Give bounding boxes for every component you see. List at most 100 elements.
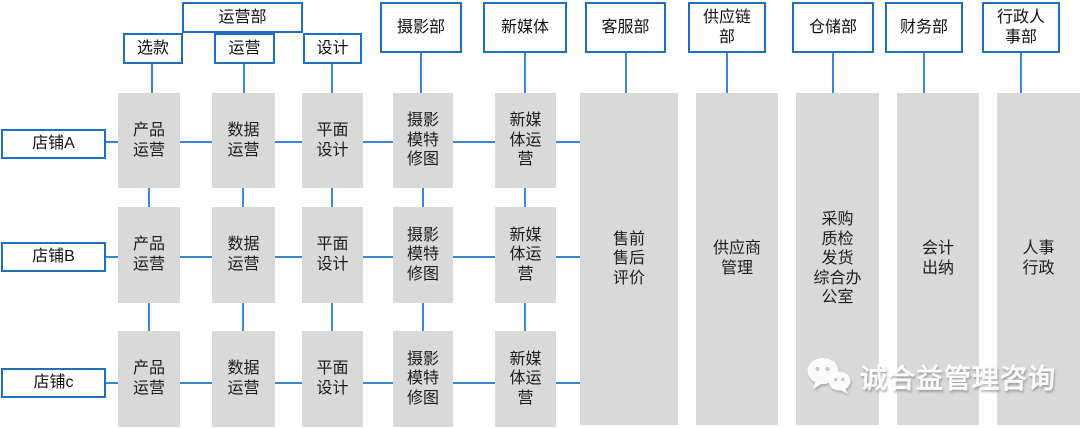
tall-cell-accounting: 会计 出纳 [897, 93, 979, 425]
dept-label: 摄影部 [396, 18, 445, 36]
connector-line [243, 64, 245, 93]
dept-label: 仓储部 [808, 18, 857, 36]
store-box-a: 店铺A [1, 129, 106, 159]
connector-line [242, 303, 244, 331]
connector-line [331, 64, 333, 93]
connector-line [726, 53, 728, 93]
connector-line [106, 141, 118, 143]
connector-line [363, 382, 393, 384]
connector-line [422, 303, 424, 331]
tall-cell-label: 供应商 管理 [712, 240, 761, 277]
cell-label: 摄影 模特 修图 [406, 112, 439, 169]
connector-line [422, 188, 424, 207]
cell-label: 摄影 模特 修图 [406, 226, 439, 283]
tall-cell-hr-admin: 人事 行政 [997, 93, 1080, 425]
connector-line [524, 53, 526, 93]
connector-line [556, 256, 580, 258]
cell-label: 数据 运营 [227, 121, 260, 159]
cell-label: 产品 运营 [132, 121, 165, 159]
cell-label: 平面 设计 [316, 360, 349, 397]
cell-graphic-design-a: 平面 设计 [302, 93, 363, 188]
connector-line [180, 382, 212, 384]
cell-graphic-design-b: 平面 设计 [302, 207, 363, 303]
connector-line [148, 188, 150, 207]
cell-photo-retouch-a: 摄影 模特 修图 [393, 93, 453, 188]
dept-label: 运营部 [218, 8, 267, 26]
tall-cell-presale-aftersale: 售前 售后 评价 [580, 93, 678, 425]
dept-box-operations: 运营部 [182, 2, 303, 33]
dept-box-warehouse: 仓储部 [792, 2, 874, 53]
store-label: 店铺B [32, 248, 75, 266]
dept-label: 设计 [316, 39, 349, 57]
dept-box-supply-chain: 供应链 部 [688, 2, 766, 53]
connector-line [923, 53, 925, 93]
cell-new-media-ops-a: 新媒 体运 营 [495, 93, 556, 188]
tall-cell-label: 售前 售后 评价 [612, 230, 645, 287]
tall-cell-label: 人事 行政 [1022, 240, 1055, 277]
connector-line [453, 382, 495, 384]
connector-line [453, 256, 495, 258]
tall-cell-supplier-mgmt: 供应商 管理 [696, 93, 778, 425]
connector-line [151, 64, 153, 93]
dept-box-selection: 选款 [123, 33, 183, 64]
connector-line [180, 141, 212, 143]
cell-data-ops-c: 数据 运营 [212, 331, 275, 427]
cell-label: 新媒 体运 营 [509, 350, 542, 407]
cell-data-ops-a: 数据 运营 [212, 93, 275, 188]
dept-box-finance: 财务部 [885, 2, 963, 53]
dept-label: 运营 [228, 39, 261, 57]
connector-line [106, 256, 118, 258]
connector-line [106, 382, 118, 384]
dept-label: 财务部 [899, 18, 948, 36]
connector-line [275, 141, 302, 143]
cell-new-media-ops-b: 新媒 体运 营 [495, 207, 556, 303]
dept-box-new-media: 新媒体 [483, 2, 567, 53]
connector-line [180, 256, 212, 258]
cell-data-ops-b: 数据 运营 [212, 207, 275, 303]
cell-label: 产品 运营 [132, 236, 165, 273]
cell-product-ops-b: 产品 运营 [118, 207, 180, 303]
connector-line [275, 382, 302, 384]
cell-label: 摄影 模特 修图 [406, 350, 439, 407]
connector-line [363, 256, 393, 258]
cell-label: 新媒 体运 营 [509, 226, 542, 283]
connector-line [275, 256, 302, 258]
connector-line [148, 303, 150, 331]
cell-label: 新媒 体运 营 [509, 112, 542, 169]
dept-box-design: 设计 [303, 33, 362, 64]
tall-cell-purchasing-office: 采购 质检 发货 综合办 公室 [796, 93, 879, 425]
connector-line [363, 141, 393, 143]
dept-label: 行政人 事部 [996, 8, 1045, 46]
dept-box-operating: 运营 [214, 33, 275, 64]
connector-line [420, 53, 422, 93]
connector-line [1020, 53, 1022, 93]
connector-line [625, 53, 627, 93]
connector-line [331, 188, 333, 207]
cell-photo-retouch-c: 摄影 模特 修图 [393, 331, 453, 427]
store-box-b: 店铺B [1, 242, 106, 272]
dept-box-admin-hr: 行政人 事部 [982, 2, 1060, 53]
cell-new-media-ops-c: 新媒 体运 营 [495, 331, 556, 427]
cell-graphic-design-c: 平面 设计 [302, 331, 363, 427]
dept-label: 新媒体 [500, 18, 549, 36]
dept-box-photography: 摄影部 [380, 2, 462, 53]
cell-label: 数据 运营 [227, 360, 260, 397]
cell-label: 平面 设计 [316, 121, 349, 159]
connector-line [524, 303, 526, 331]
store-label: 店铺c [33, 374, 74, 392]
cell-label: 产品 运营 [132, 360, 165, 397]
connector-line [331, 303, 333, 331]
dept-label: 选款 [136, 39, 169, 57]
tall-cell-label: 采购 质检 发货 综合办 公室 [813, 211, 862, 307]
tall-cell-label: 会计 出纳 [921, 240, 954, 277]
cell-photo-retouch-b: 摄影 模特 修图 [393, 207, 453, 303]
connector-line [524, 188, 526, 207]
connector-line [242, 188, 244, 207]
store-label: 店铺A [32, 135, 75, 153]
cell-label: 平面 设计 [316, 236, 349, 273]
dept-label: 供应链 部 [702, 8, 751, 46]
dept-box-customer-service: 客服部 [585, 2, 666, 53]
connector-line [453, 141, 495, 143]
connector-line [556, 141, 580, 143]
